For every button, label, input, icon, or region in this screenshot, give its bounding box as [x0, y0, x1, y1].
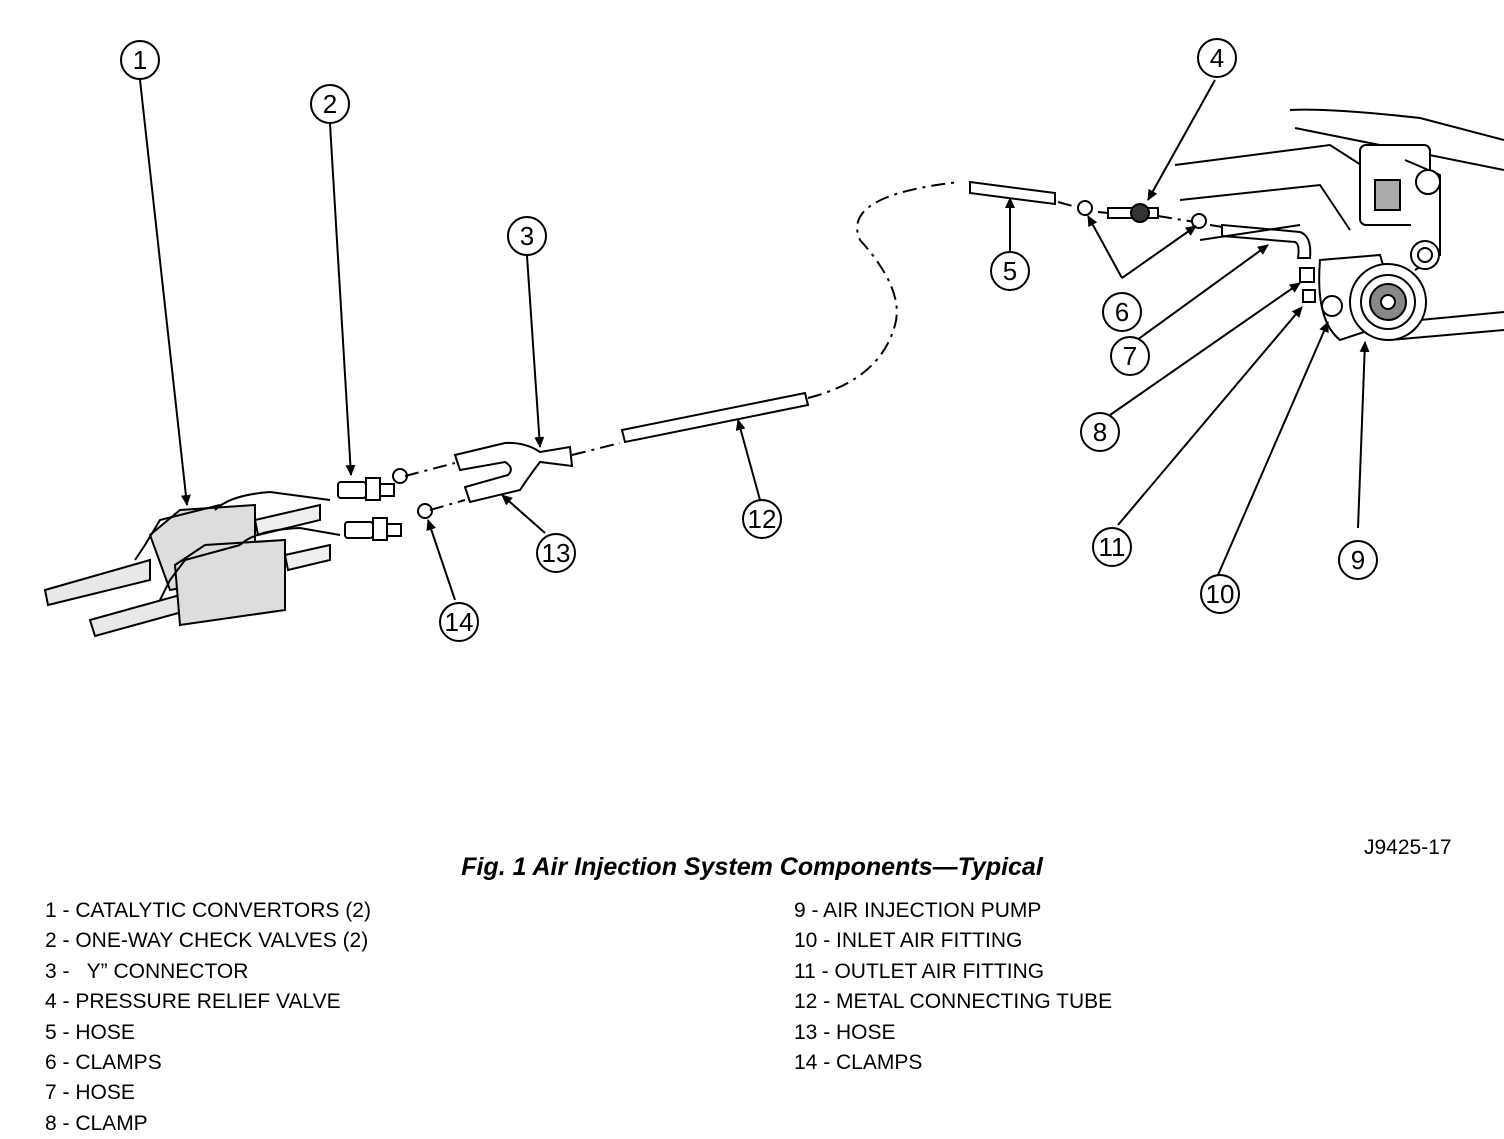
legend-item: 1 - CATALYTIC CONVERTORS (2)	[45, 899, 371, 922]
callout-7: 7	[1110, 336, 1150, 376]
legend-item: 3 - Y” CONNECTOR	[45, 959, 249, 983]
one-way-check-valves	[337, 468, 433, 541]
callout-6: 6	[1102, 292, 1142, 332]
legend-item: 8 - CLAMP	[45, 1111, 148, 1135]
callout-8: 8	[1080, 412, 1120, 452]
legend-item: 5 - HOSE	[45, 1020, 135, 1044]
figure-code: J9425-17	[1364, 836, 1452, 859]
svg-text:8: 8	[1093, 417, 1107, 447]
svg-text:4: 4	[1210, 43, 1224, 73]
svg-text:6: 6	[1115, 297, 1129, 327]
legend-right-column: 9 - AIR INJECTION PUMP 10 - INLET AIR FI…	[794, 896, 1112, 1078]
callouts: 1 2 3 4 5 6 7 8 9 10 11 12 13 14	[120, 38, 1378, 642]
legend-item: 14 - CLAMPS	[794, 1050, 923, 1074]
svg-text:5: 5	[1003, 256, 1017, 286]
legend-left-column: 1 - CATALYTIC CONVERTORS (2) 2 - ONE-WAY…	[45, 896, 371, 1139]
svg-text:9: 9	[1351, 545, 1365, 575]
legend-item: 13 - HOSE	[794, 1020, 896, 1044]
legend-item: 6 - CLAMPS	[45, 1050, 162, 1074]
svg-text:14: 14	[445, 607, 474, 637]
svg-text:12: 12	[748, 504, 777, 534]
metal-connecting-tube	[620, 391, 810, 444]
catalytic-converters	[43, 490, 341, 638]
callout-4: 4	[1197, 38, 1237, 78]
svg-text:3: 3	[520, 221, 534, 251]
legend-item: 10 - INLET AIR FITTING	[794, 929, 1023, 953]
engine-and-pump	[1174, 108, 1504, 342]
callout-10: 10	[1200, 574, 1240, 614]
upper-hose-assembly	[969, 180, 1312, 259]
callout-13: 13	[536, 533, 576, 573]
callout-2: 2	[310, 84, 350, 124]
callout-5: 5	[990, 251, 1030, 291]
callout-1: 1	[120, 40, 160, 80]
callout-12: 12	[742, 499, 782, 539]
legend-item: 11 - OUTLET AIR FITTING	[794, 959, 1045, 983]
air-injection-diagram: 1 2 3 4 5 6 7 8 9 10 11 12 13 14	[43, 38, 1504, 642]
figure-caption: Fig. 1 Air Injection System Components—T…	[461, 853, 1043, 881]
svg-text:13: 13	[542, 538, 571, 568]
callout-11: 11	[1092, 527, 1132, 567]
y-connector	[453, 441, 574, 504]
svg-text:10: 10	[1206, 579, 1235, 609]
svg-text:1: 1	[133, 45, 147, 75]
legend-item: 7 - HOSE	[45, 1081, 135, 1105]
callout-3: 3	[507, 216, 547, 256]
legend-item: 4 - PRESSURE RELIEF VALVE	[45, 990, 341, 1014]
legend-item: 9 - AIR INJECTION PUMP	[794, 899, 1042, 922]
leader-arrows	[139, 79, 1370, 601]
callout-14: 14	[439, 602, 479, 642]
legend-item: 2 - ONE-WAY CHECK VALVES (2)	[45, 929, 369, 953]
legend-item: 12 - METAL CONNECTING TUBE	[794, 990, 1113, 1014]
svg-text:2: 2	[323, 89, 337, 119]
svg-text:7: 7	[1123, 341, 1137, 371]
svg-text:11: 11	[1099, 532, 1126, 562]
callout-9: 9	[1338, 540, 1378, 580]
